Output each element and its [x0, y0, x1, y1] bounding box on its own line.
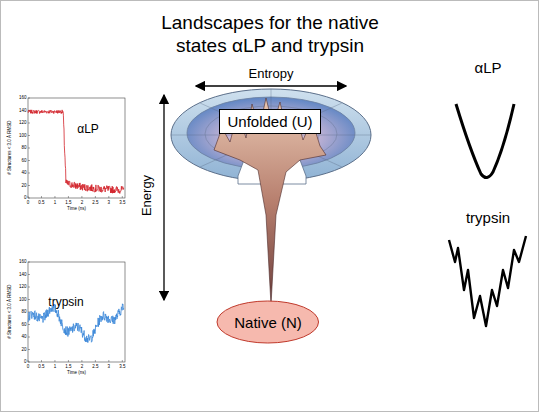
tick-mark [28, 299, 30, 300]
tick-mark [28, 262, 30, 263]
tick-label: 60 [21, 322, 26, 327]
tick-label: 3 [108, 364, 111, 369]
tick-mark [108, 196, 109, 198]
axis-title: # Structures < 3.0 Å RMSD [6, 121, 11, 175]
tick-mark [28, 185, 30, 186]
tick-mark [95, 196, 96, 198]
tick-label: 40 [21, 170, 26, 175]
axis-label: Entropy [249, 67, 294, 82]
md-trace [28, 110, 124, 194]
tick-mark [28, 148, 30, 149]
tick-mark [28, 135, 30, 136]
tick-label: 0 [24, 195, 27, 200]
tick-label: 2 [81, 200, 84, 205]
tick-mark [122, 196, 123, 198]
tick-label: 140 [19, 272, 27, 277]
tick-label: 2.5 [92, 200, 98, 205]
tick-mark [28, 98, 30, 99]
tick-mark [28, 360, 29, 362]
tick-label: 20 [21, 347, 26, 352]
state-ellipse: Native (N) [216, 300, 320, 344]
tick-mark [28, 160, 30, 161]
tick-mark [28, 324, 30, 325]
tick-mark [68, 360, 69, 362]
tick-mark [54, 360, 55, 362]
landscape-label: trypsin [466, 209, 510, 226]
trace-plots [28, 98, 125, 362]
tick-label: 1.5 [65, 200, 71, 205]
tick-mark [108, 360, 109, 362]
tick-label: 60 [21, 158, 26, 163]
plot-label: αLP [77, 123, 99, 137]
tick-label: 2.5 [92, 364, 98, 369]
tick-label: 100 [19, 297, 27, 302]
tick-label: 0 [27, 364, 30, 369]
plot-frame [28, 262, 125, 362]
axis-label: Energy [141, 174, 156, 215]
axis-title: Time (ns) [67, 206, 86, 211]
tick-mark [81, 360, 82, 362]
tick-label: 100 [19, 133, 27, 138]
plot-frame [28, 98, 125, 198]
tick-mark [28, 349, 30, 350]
landscape-label: αLP [474, 59, 501, 76]
tick-mark [28, 123, 30, 124]
state-label: Native (N) [234, 314, 302, 331]
tick-label: 0.5 [38, 200, 44, 205]
tick-mark [95, 360, 96, 362]
tick-mark [81, 196, 82, 198]
smooth-well [456, 104, 514, 178]
tick-label: 160 [19, 95, 27, 100]
tick-mark [28, 173, 30, 174]
tick-label: 3 [108, 200, 111, 205]
tick-label: 120 [19, 284, 27, 289]
energy-arrow [163, 95, 164, 300]
tick-mark [68, 196, 69, 198]
state-label: Unfolded (U) [227, 113, 312, 130]
tick-mark [28, 362, 30, 363]
state-box: Unfolded (U) [219, 109, 320, 134]
tick-label: 80 [21, 145, 26, 150]
ellipse-shape [217, 301, 319, 343]
rugged-well [449, 236, 526, 326]
tick-mark [28, 198, 30, 199]
tick-mark [41, 196, 42, 198]
tick-label: 120 [19, 120, 27, 125]
energy-peaks [214, 98, 326, 305]
tick-label: 3.5 [119, 364, 125, 369]
tick-mark [28, 337, 30, 338]
tick-label: 20 [21, 183, 26, 188]
axis-title: Time (ns) [67, 370, 86, 375]
tick-label: 80 [21, 309, 26, 314]
axis-title: # Structures < 3.0 Å RMSD [6, 285, 11, 339]
plot-label: trypsin [48, 296, 83, 310]
tick-label: 140 [19, 108, 27, 113]
tick-label: 1.5 [65, 364, 71, 369]
tick-mark [122, 360, 123, 362]
tick-label: 0 [24, 359, 27, 364]
tick-label: 1 [54, 200, 57, 205]
tick-label: 2 [81, 364, 84, 369]
tick-label: 0.5 [38, 364, 44, 369]
tick-mark [28, 287, 30, 288]
entropy-arrow [196, 85, 346, 86]
tick-mark [28, 196, 29, 198]
tick-mark [41, 360, 42, 362]
tick-label: 1 [54, 364, 57, 369]
md-trace [28, 304, 124, 343]
tick-mark [54, 196, 55, 198]
tick-label: 3.5 [119, 200, 125, 205]
tick-label: 40 [21, 334, 26, 339]
tick-mark [28, 274, 30, 275]
tick-label: 0 [27, 200, 30, 205]
tick-label: 160 [19, 259, 27, 264]
slide-title: Landscapes for the native states αLP and… [134, 12, 406, 58]
